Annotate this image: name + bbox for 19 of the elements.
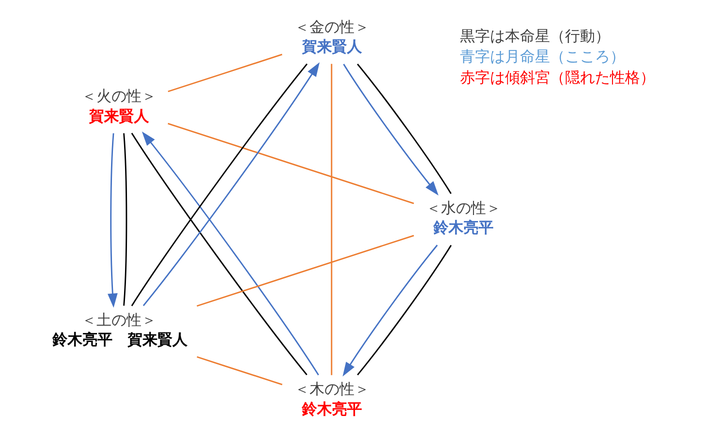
arrow bbox=[342, 244, 438, 376]
legend-label: 赤字は傾斜宮（隠れた性格） bbox=[460, 68, 655, 86]
node-text: ＜土の性＞ 鈴木亮平 賀来賢人 bbox=[52, 310, 188, 349]
connector bbox=[196, 356, 282, 386]
node-text: ＜水の性＞ 鈴木亮平 bbox=[426, 199, 501, 237]
connector bbox=[122, 133, 127, 306]
arrow bbox=[107, 133, 118, 308]
connector bbox=[167, 122, 414, 204]
connector bbox=[356, 244, 452, 376]
connector bbox=[356, 64, 452, 194]
node-text: ＜木の性＞ 鈴木亮平 bbox=[294, 380, 370, 418]
node-text: ＜金の性＞ 賀来賢人 bbox=[294, 18, 370, 56]
node-text: ＜火の性＞ 賀来賢人 bbox=[81, 87, 156, 125]
connector bbox=[330, 64, 332, 376]
legend-label: 黒字は本命星（行動） bbox=[460, 26, 610, 45]
connector bbox=[167, 54, 282, 92]
legend-label: 青字は月命星（こころ） bbox=[460, 48, 625, 66]
arrow bbox=[342, 64, 438, 196]
connector bbox=[196, 234, 414, 307]
